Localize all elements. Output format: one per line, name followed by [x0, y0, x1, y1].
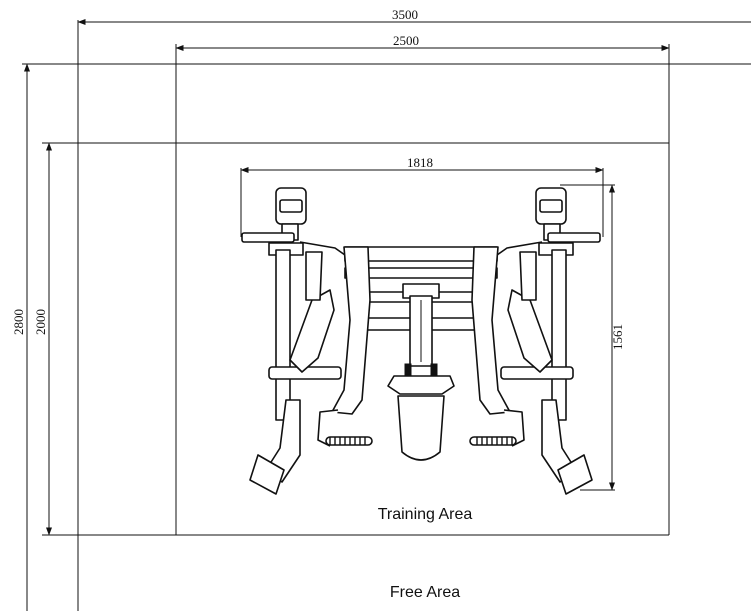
right-arm-assembly: [469, 187, 601, 495]
dimension-training-depth: 2000: [33, 142, 52, 536]
dimension-machine-width-label: 1818: [407, 155, 433, 170]
training-area-boundary: [42, 44, 670, 536]
dimension-free-width: 3500: [77, 7, 751, 25]
free-area-boundary: [22, 20, 751, 611]
free-area-label: Free Area: [390, 584, 460, 601]
left-arm-assembly: [241, 187, 373, 495]
dimension-machine-depth-label: 1561: [610, 324, 625, 350]
dimension-machine-width: 1818: [240, 155, 604, 237]
training-area-label: Training Area: [378, 506, 473, 523]
dimension-training-width: 2500: [175, 33, 670, 51]
dimension-free-width-label: 3500: [392, 7, 418, 22]
dimension-machine-depth: 1561: [560, 184, 625, 491]
dimension-free-depth-label: 2800: [11, 309, 26, 335]
dimension-free-depth: 2800: [11, 63, 30, 611]
dimension-training-width-label: 2500: [393, 33, 419, 48]
equipment-top-view: [241, 187, 601, 495]
dimension-training-depth-label: 2000: [33, 309, 48, 335]
